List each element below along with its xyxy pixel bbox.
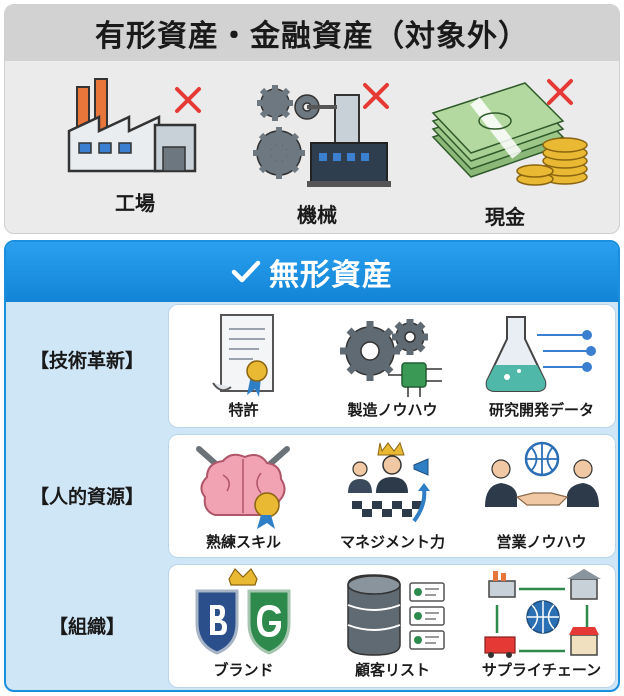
- cross-icon: [175, 87, 201, 113]
- check-icon: [231, 260, 261, 283]
- intangible-assets-section: 無形資産 【技術革新】 【人的資源】 【組織】 特許: [4, 240, 620, 692]
- tangible-item-machinery: 機械: [237, 67, 397, 233]
- tangible-item-factory: 工場: [55, 67, 215, 233]
- flask-data-icon: [485, 316, 596, 392]
- intangible-assets-title: 無形資産: [269, 258, 393, 293]
- asset-item-label: 営業ノウハウ: [496, 533, 587, 551]
- asset-item-patent: 特許: [169, 305, 318, 427]
- asset-item-skills: 熟練スキル: [169, 435, 318, 557]
- asset-item-label: マネジメント力: [339, 533, 445, 551]
- asset-item-manufacturing-knowhow: 製造ノウハウ: [318, 305, 467, 427]
- category-panel-human-resources: 熟練スキル マネジメント力: [168, 434, 616, 558]
- asset-item-management: マネジメント力: [318, 435, 467, 557]
- tangible-assets-section: 有形資産・金融資産（対象外） 工場: [4, 4, 620, 234]
- tangible-item-cash: 現金: [425, 67, 588, 233]
- asset-item-brand: ブランド: [169, 565, 318, 687]
- brain-tools-icon: [196, 446, 290, 529]
- category-panel-organization: ブランド: [168, 564, 616, 688]
- brand-shields-icon: [195, 568, 291, 655]
- handshake-globe-icon: [485, 441, 599, 507]
- category-panel-technology: 特許 製造ノウハウ: [168, 304, 616, 428]
- patent-certificate-icon: [212, 314, 274, 397]
- asset-item-label: サプライチェーン: [481, 661, 602, 679]
- asset-item-label: 熟練スキル: [205, 533, 281, 551]
- gears-chip-icon: [340, 319, 442, 397]
- asset-item-sales-knowhow: 営業ノウハウ: [467, 435, 616, 557]
- asset-item-label: 顧客リスト: [354, 661, 430, 679]
- cross-icon: [363, 83, 389, 109]
- factory-icon: [67, 78, 197, 173]
- tangible-item-label: 現金: [485, 205, 525, 229]
- category-label-technology: 【技術革新】: [29, 350, 144, 372]
- category-label-human-resources: 【人的資源】: [29, 486, 144, 508]
- asset-item-label: 製造ノウハウ: [347, 401, 438, 419]
- intangible-assets-header: 無形資産: [6, 242, 618, 302]
- tangible-item-label: 工場: [115, 191, 155, 215]
- machinery-icon: [253, 85, 391, 187]
- asset-item-label: 研究開発データ: [488, 401, 594, 419]
- leader-chess-icon: [348, 441, 430, 523]
- tangible-assets-title: 有形資産・金融資産（対象外）: [5, 5, 619, 61]
- cash-icon: [431, 82, 588, 186]
- tangible-item-label: 機械: [297, 203, 337, 227]
- category-label-organization: 【組織】: [48, 616, 125, 638]
- cross-icon: [547, 79, 573, 105]
- tangible-assets-items: 工場: [5, 61, 619, 233]
- asset-item-label: ブランド: [213, 661, 274, 679]
- supply-chain-icon: [484, 569, 601, 658]
- database-contacts-icon: [347, 574, 445, 656]
- asset-item-customer-list: 顧客リスト: [318, 565, 467, 687]
- asset-item-rnd-data: 研究開発データ: [467, 305, 616, 427]
- asset-item-label: 特許: [228, 401, 259, 419]
- asset-item-supply-chain: サプライチェーン: [467, 565, 616, 687]
